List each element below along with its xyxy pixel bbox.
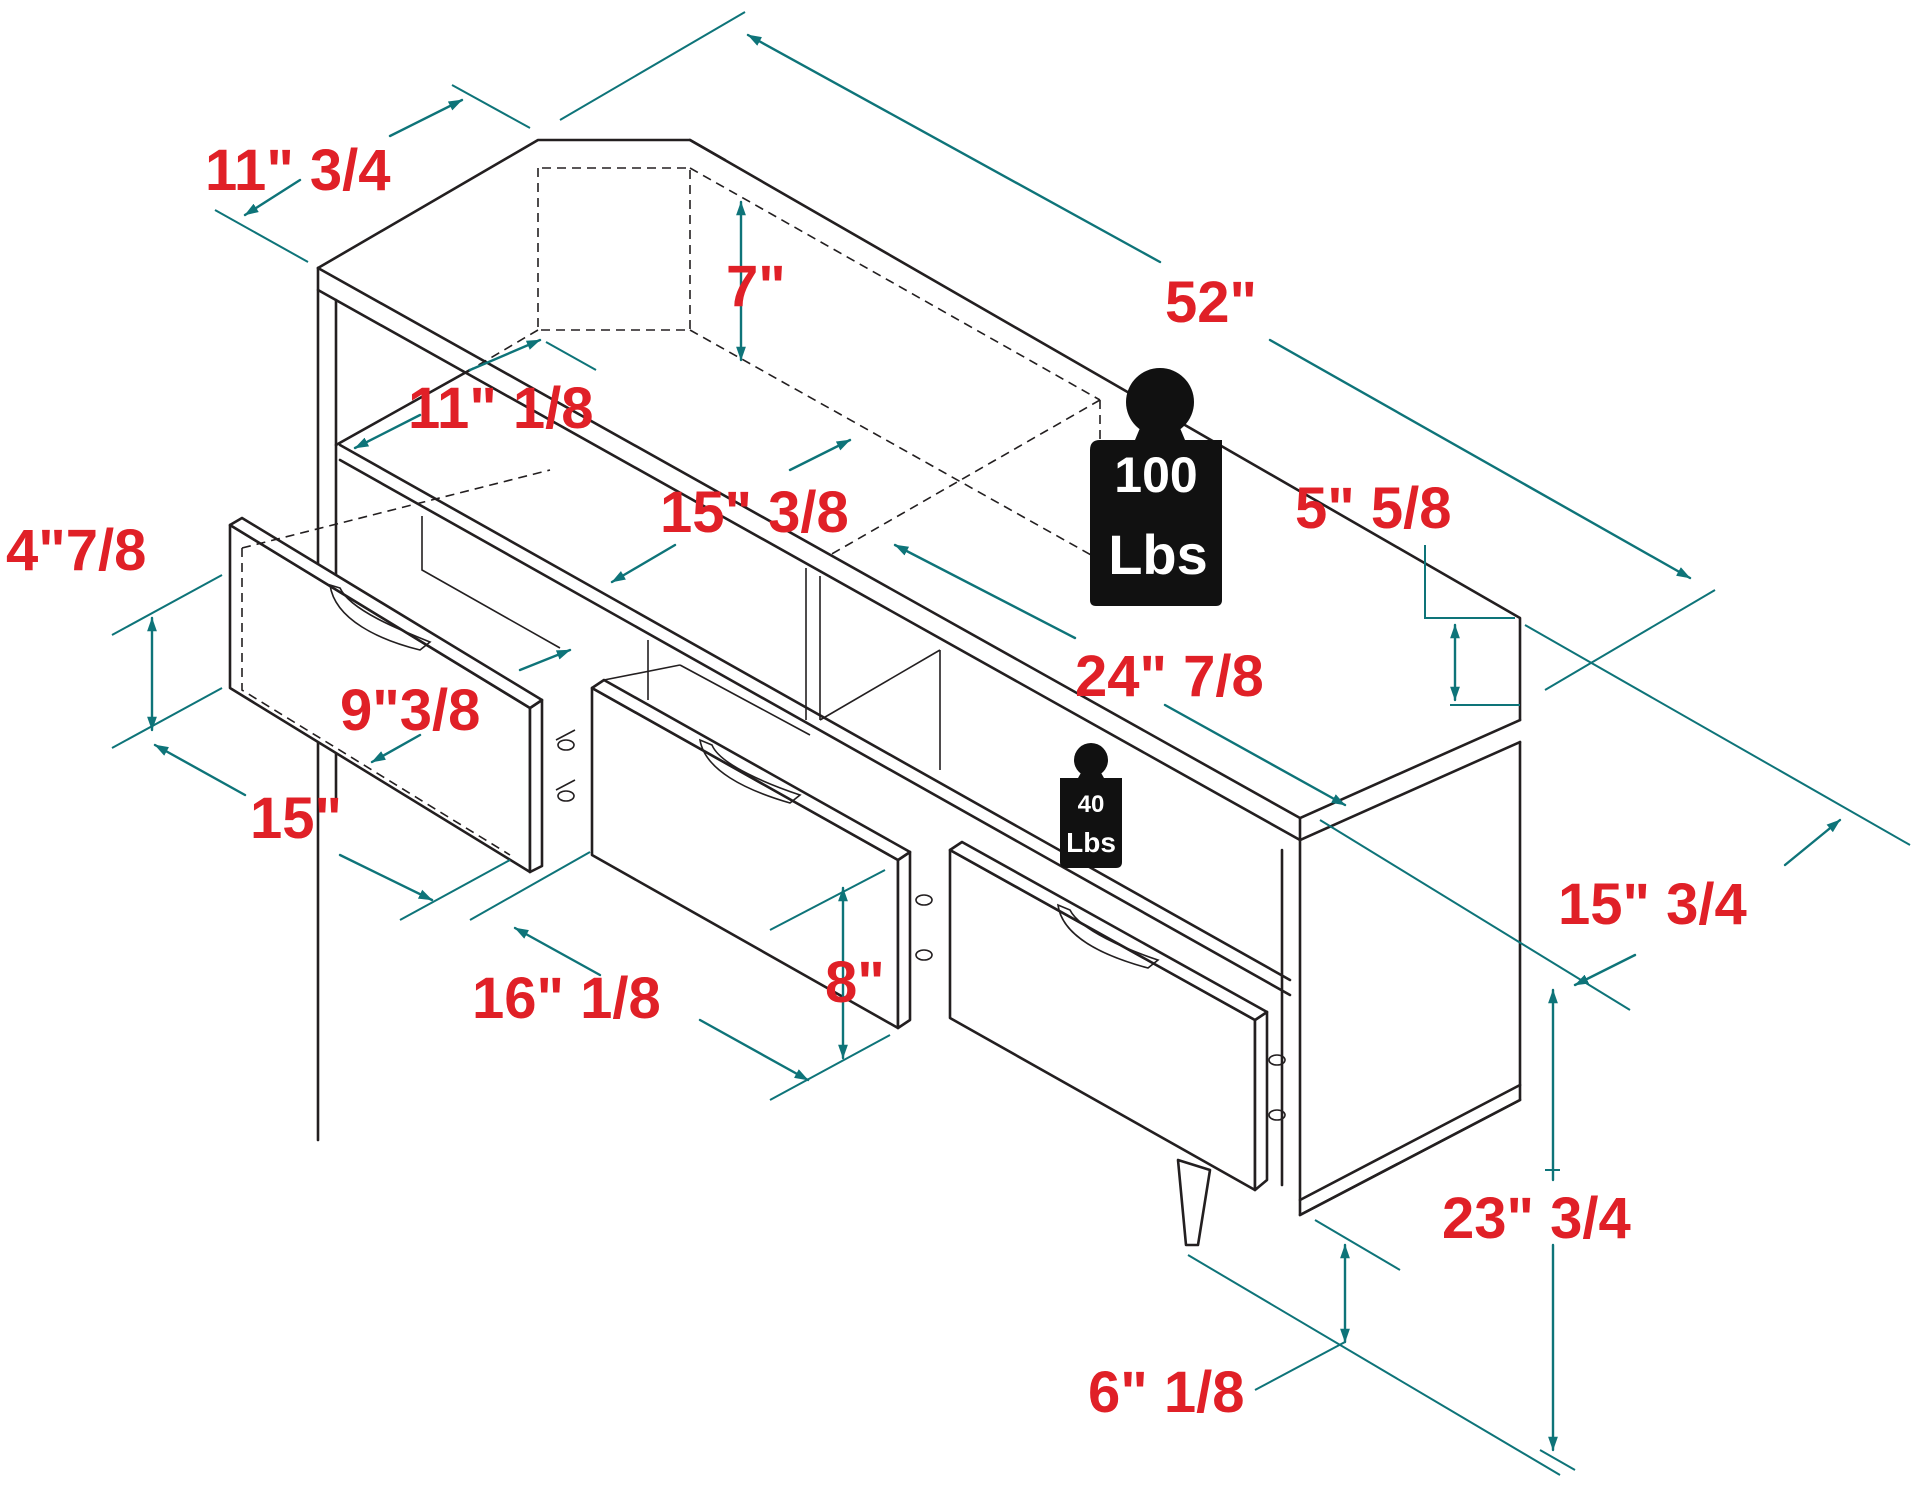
label-overall-width: 52" bbox=[1165, 270, 1257, 335]
weight-top-value: 100 bbox=[1114, 447, 1197, 503]
drawer-middle bbox=[590, 664, 933, 1030]
weight-badge-top: 100 Lbs bbox=[1090, 368, 1222, 606]
label-inner-depth: 11" 1/8 bbox=[408, 376, 594, 441]
label-overall-height: 23" 3/4 bbox=[1442, 1186, 1631, 1251]
weight-badge-shelf: 40 Lbs bbox=[1060, 743, 1122, 868]
weight-shelf-value: 40 bbox=[1078, 791, 1105, 818]
label-middle-drawer-width: 16" 1/8 bbox=[472, 966, 661, 1031]
label-drawer-height: 4"7/8 bbox=[6, 518, 146, 583]
dimension-labels: 11" 3/4 52" 7" 11" 1/8 15" 3/8 4"7/8 9"3… bbox=[6, 138, 1747, 1425]
label-side-panel-height: 5" 5/8 bbox=[1295, 476, 1452, 541]
label-overall-depth: 15" 3/4 bbox=[1558, 872, 1747, 937]
tv-stand-illustration bbox=[316, 138, 1522, 1247]
drawer-left bbox=[228, 469, 576, 874]
label-drawer-width: 15" bbox=[250, 786, 342, 851]
label-top-open-height: 7" bbox=[726, 254, 786, 319]
drawer-right bbox=[948, 840, 1286, 1192]
label-top-depth: 11" 3/4 bbox=[205, 138, 391, 203]
dimension-lines bbox=[111, 11, 1911, 1476]
label-shelf-width: 24" 7/8 bbox=[1075, 644, 1264, 709]
label-inner-width: 15" 3/8 bbox=[660, 480, 849, 545]
weight-top-unit: Lbs bbox=[1108, 523, 1208, 586]
label-middle-drawer-height: 8" bbox=[825, 950, 885, 1015]
label-drawer-inner-depth: 9"3/8 bbox=[340, 678, 480, 743]
label-leg-height: 6" 1/8 bbox=[1088, 1360, 1245, 1425]
weight-shelf-unit: Lbs bbox=[1066, 827, 1116, 858]
